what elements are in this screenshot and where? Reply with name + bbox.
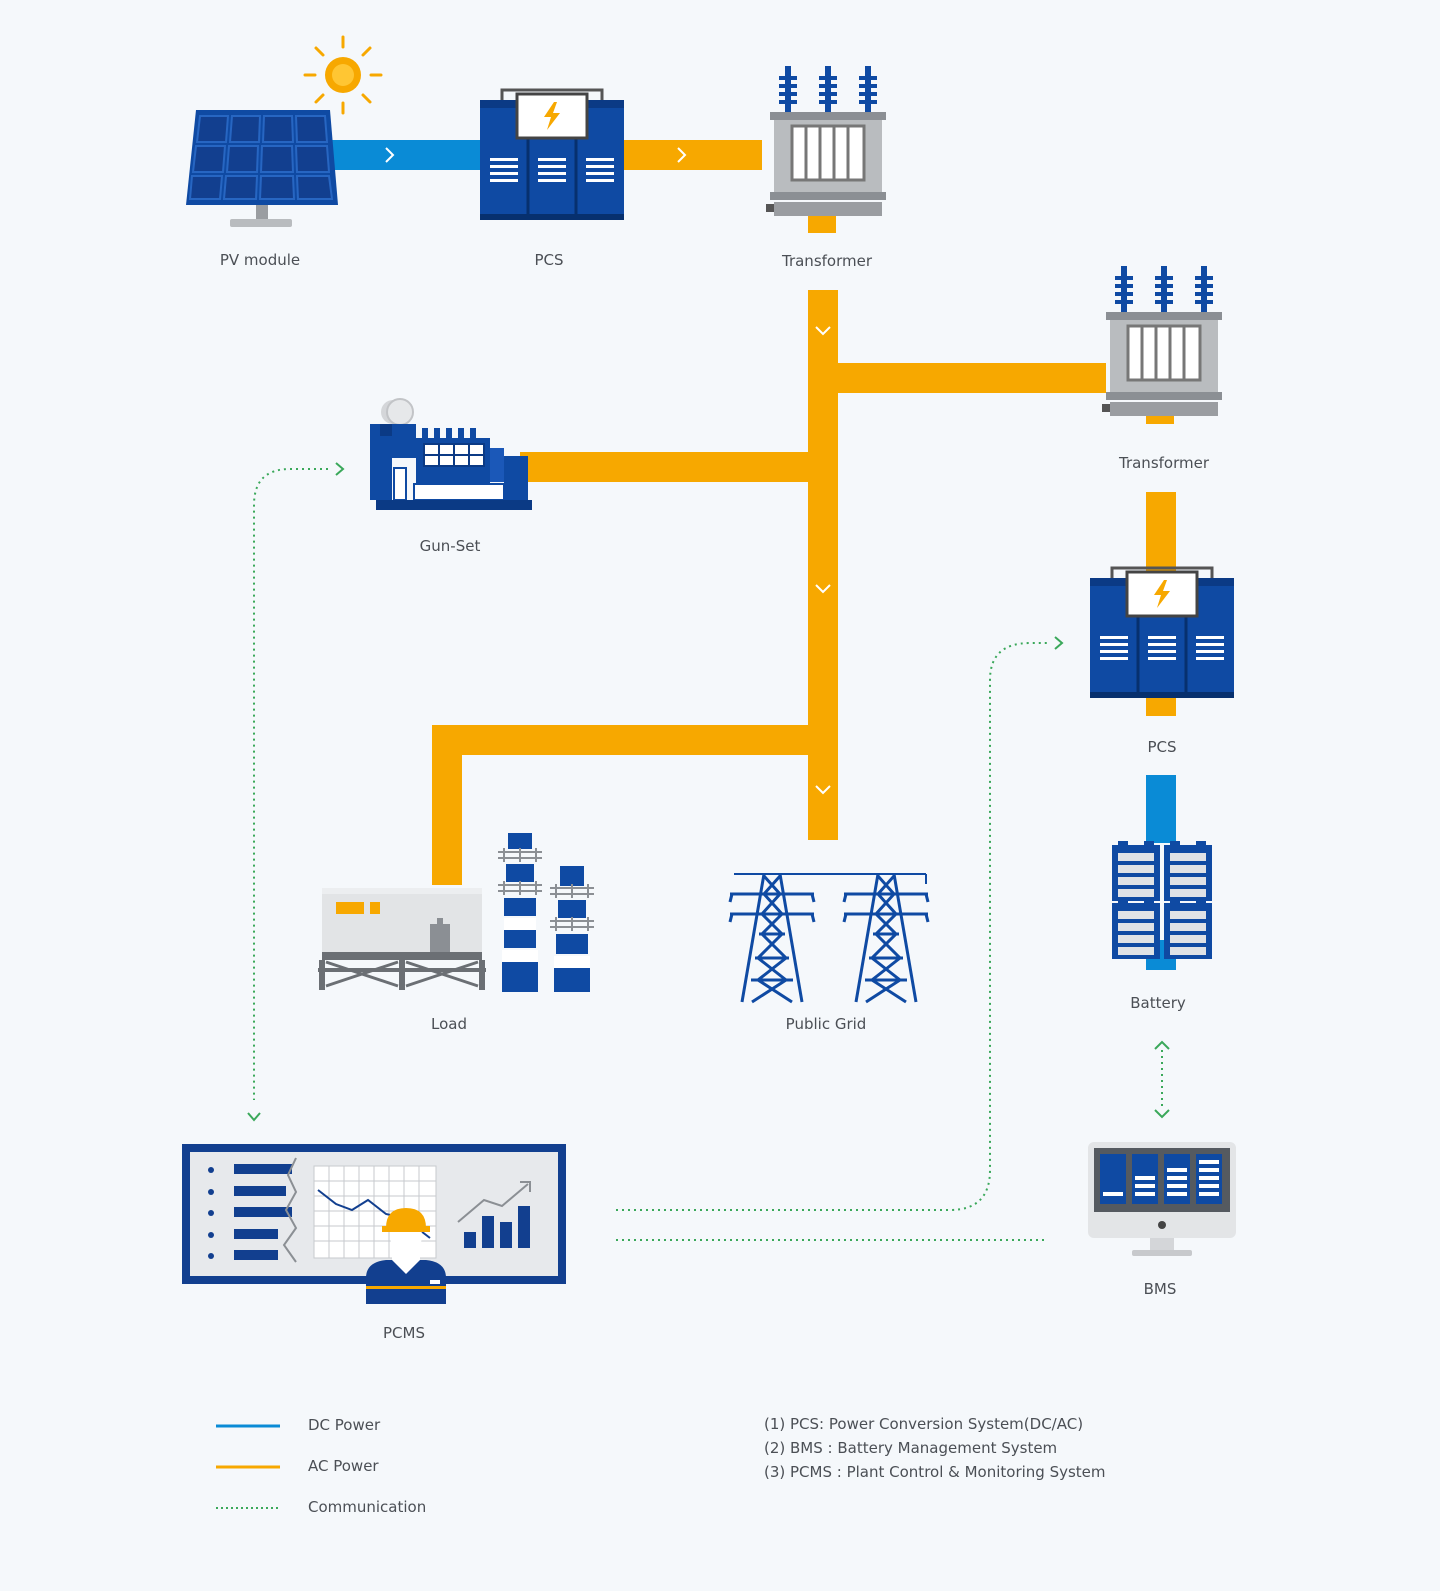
transformer-icon	[1100, 264, 1224, 418]
label-public-grid: Public Grid	[785, 1015, 867, 1033]
pcs-cabinet-icon	[1088, 566, 1236, 700]
legend-dc-label: DC Power	[308, 1416, 381, 1434]
comm-lines	[253, 468, 1163, 1241]
legend-ac-label: AC Power	[308, 1457, 379, 1475]
ac-main-bus	[808, 290, 838, 840]
operator-icon	[366, 1208, 446, 1304]
label-pcs-right: PCS	[1147, 738, 1177, 756]
label-transformer-top: Transformer	[781, 252, 873, 270]
pv-panel-icon	[186, 110, 338, 227]
ac-line-bus-genset	[520, 452, 808, 482]
transformer-icon	[764, 64, 888, 218]
ac-line-bus-load	[432, 725, 808, 755]
sun-icon	[303, 35, 383, 115]
note-bms: (2) BMS : Battery Management System	[764, 1439, 1058, 1457]
note-pcs: (1) PCS: Power Conversion System(DC/AC)	[764, 1415, 1084, 1433]
label-pv-module: PV module	[219, 251, 301, 269]
label-battery: Battery	[1130, 994, 1186, 1012]
label-load: Load	[431, 1015, 467, 1033]
label-pcs-top: PCS	[534, 251, 564, 269]
label-pcms: PCMS	[383, 1324, 425, 1342]
factory-load-icon	[318, 833, 594, 992]
monitor-dashboard-icon	[182, 1144, 566, 1284]
monitor-dashboard-icon	[1088, 1142, 1236, 1256]
label-transformer-right: Transformer	[1118, 454, 1210, 472]
legend-comm-label: Communication	[308, 1498, 427, 1516]
ac-line-bus-xfmr2	[838, 363, 1106, 393]
transmission-tower-icon	[728, 872, 930, 1004]
label-gun-set: Gun-Set	[419, 537, 481, 555]
note-pcms: (3) PCMS : Plant Control & Monitoring Sy…	[764, 1463, 1106, 1481]
dc-line-pv-pcs	[318, 140, 480, 170]
dc-line-pcs2-battery	[1146, 775, 1176, 843]
label-bms: BMS	[1143, 1280, 1177, 1298]
generator-icon	[370, 398, 532, 510]
ac-line-pcs-xfmr	[612, 140, 762, 170]
pcs-cabinet-icon	[478, 88, 626, 222]
